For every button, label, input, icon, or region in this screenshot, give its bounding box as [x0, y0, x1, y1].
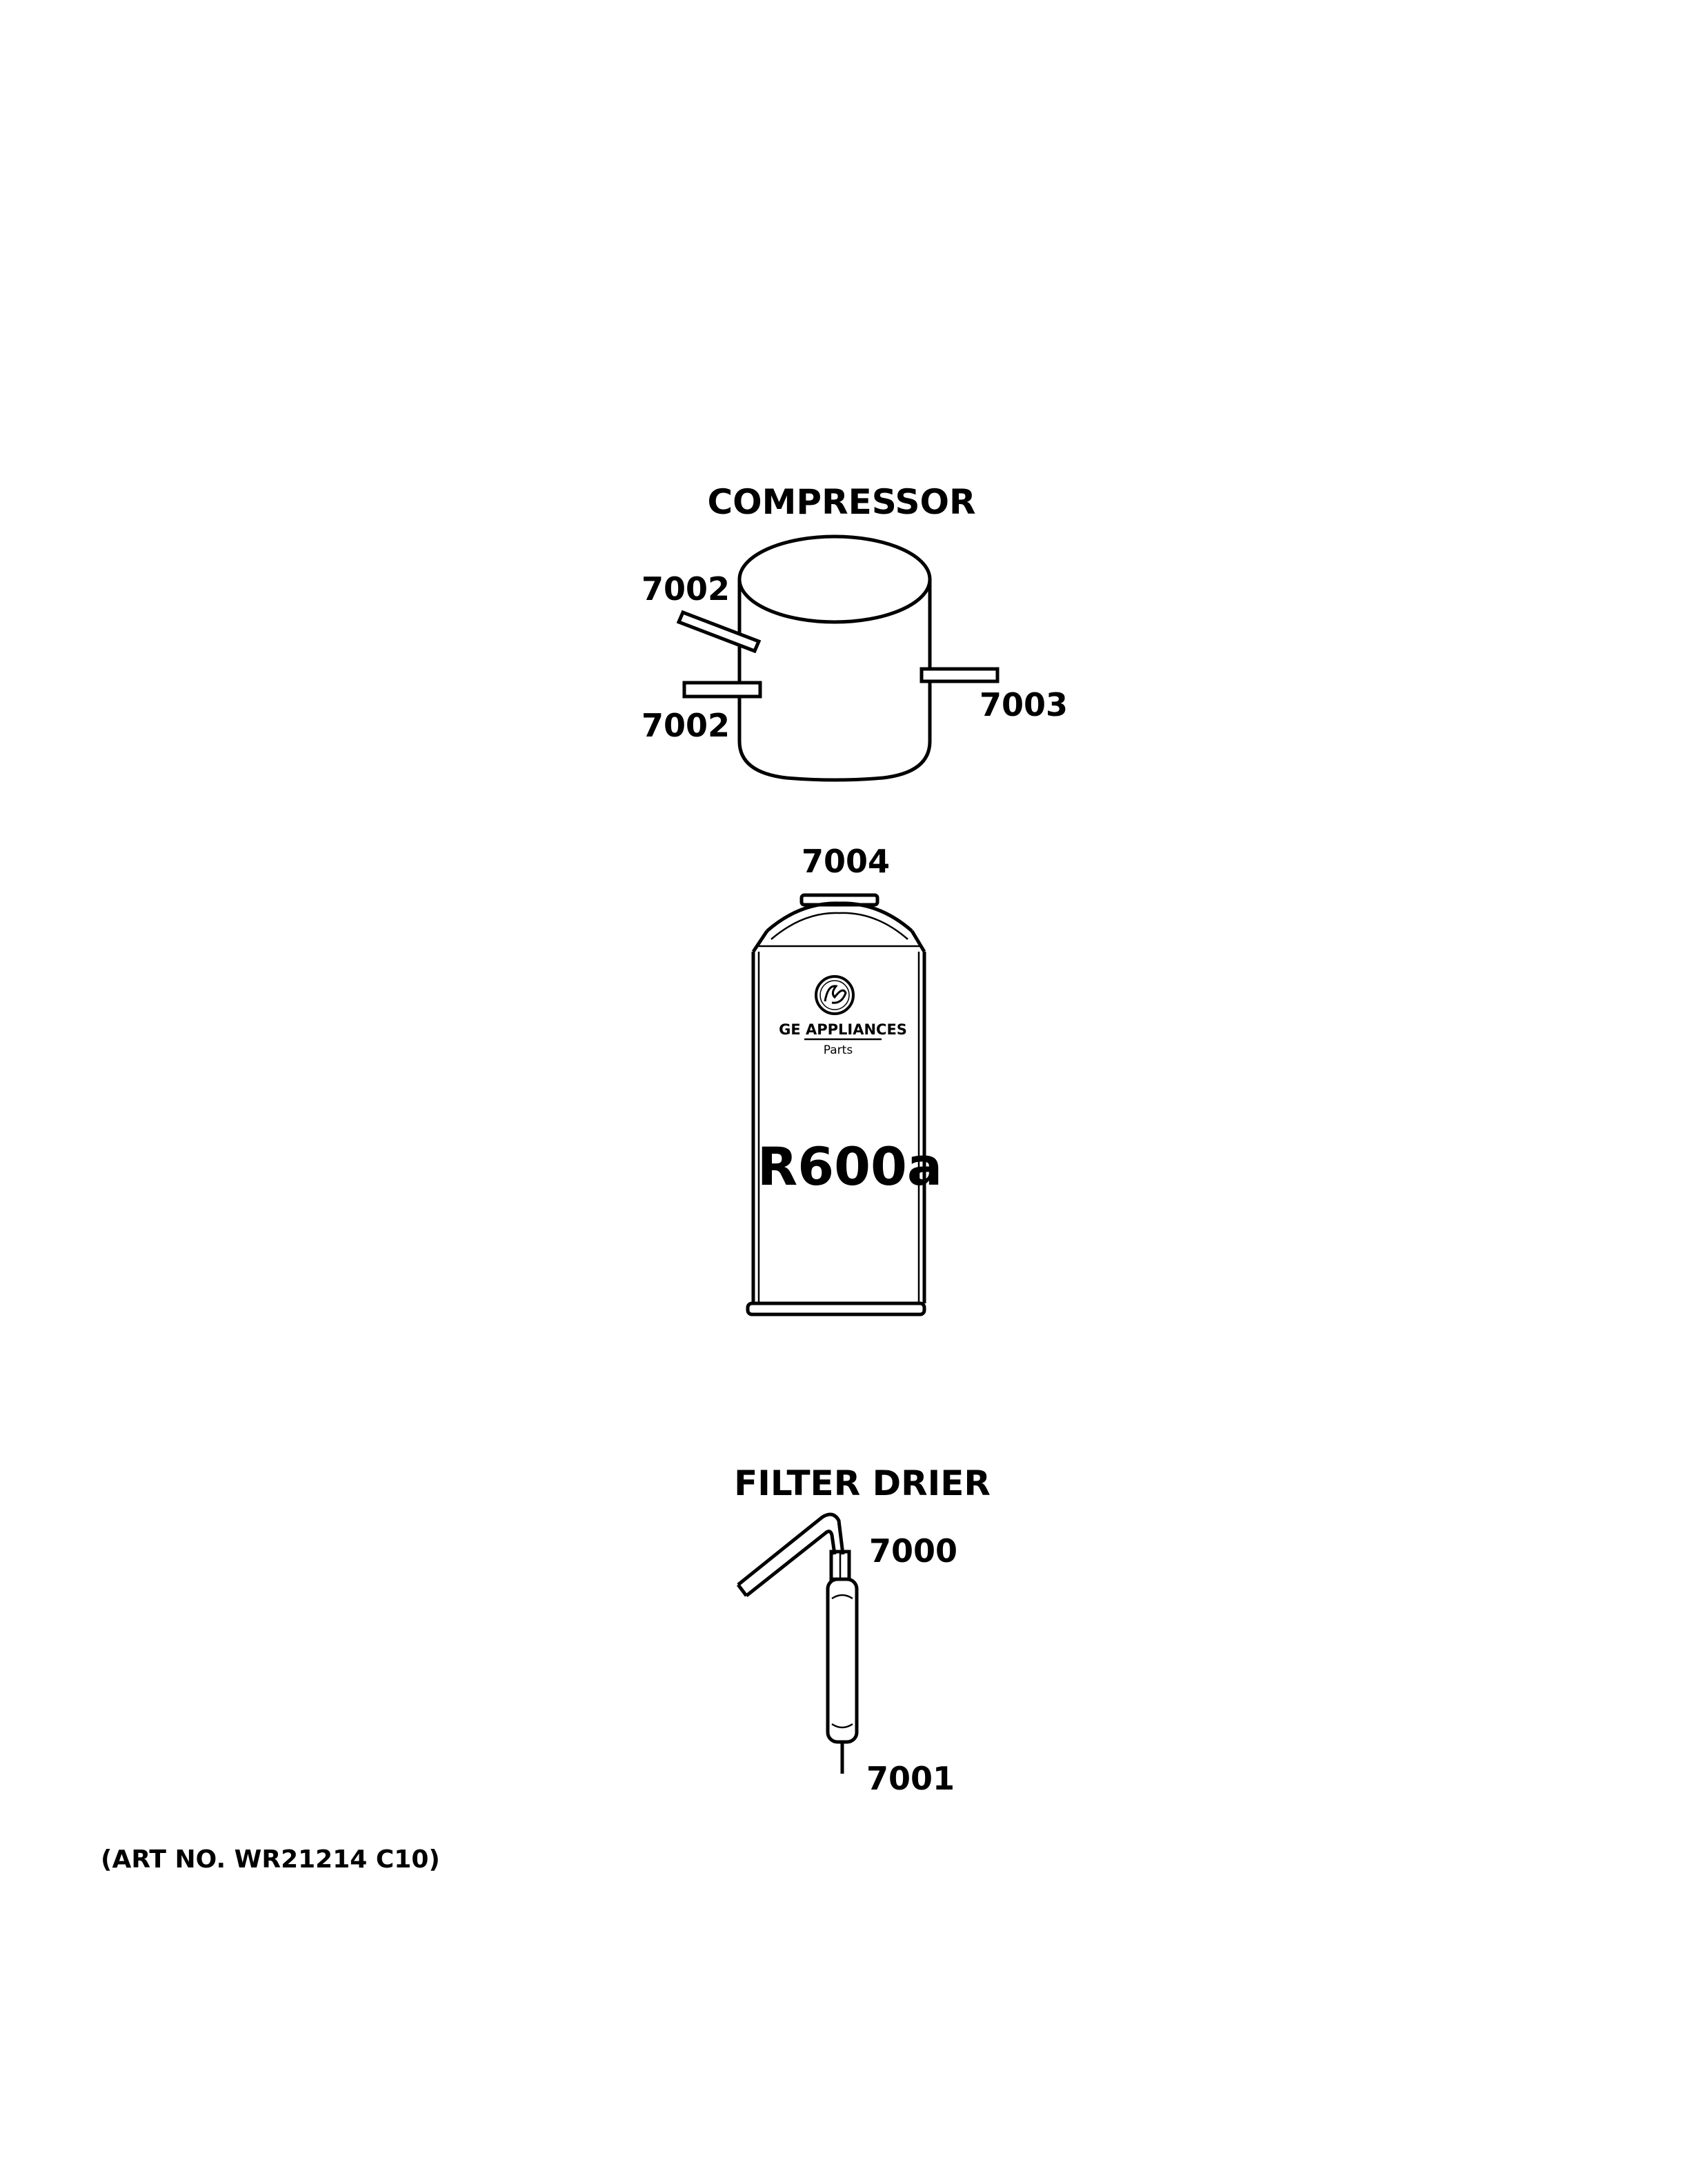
discharge-tube [919, 667, 1000, 683]
refrigerant-can: GE APPLIANCES Parts R600a [746, 893, 942, 1316]
art-number: (ART NO. WR21214 C10) [101, 1845, 440, 1874]
callout-7003: 7003 [980, 686, 1068, 723]
compressor-title: COMPRESSOR [707, 482, 975, 522]
filter-drier-drawing [737, 1512, 859, 1774]
ge-logo-icon [815, 975, 855, 1015]
can-refrigerant-label: R600a [757, 1136, 942, 1197]
compressor-drawing [676, 534, 1000, 782]
callout-7001: 7001 [866, 1760, 955, 1797]
can-brand-sub: Parts [824, 1043, 853, 1057]
callout-7002-lower: 7002 [642, 707, 730, 744]
callout-7002-upper: 7002 [642, 570, 730, 608]
lower-process-tube [682, 681, 762, 699]
upper-suction-tube [676, 610, 762, 654]
filter-drier-title: FILTER DRIER [734, 1463, 991, 1503]
can-brand: GE APPLIANCES [779, 1021, 907, 1038]
callout-7004: 7004 [802, 843, 890, 880]
callout-7000: 7000 [869, 1532, 957, 1570]
